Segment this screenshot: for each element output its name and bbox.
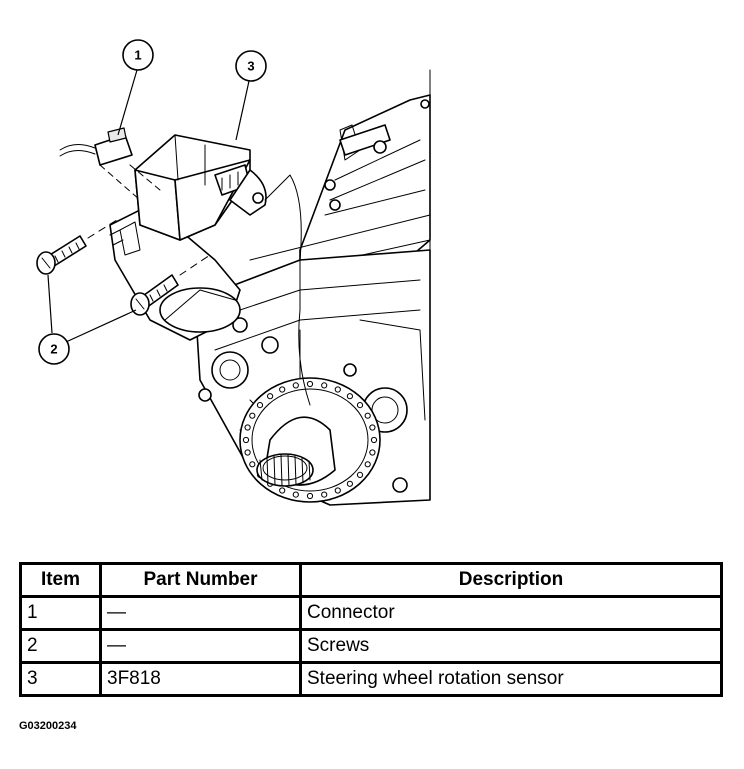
column-header-part-number: Part Number [99, 562, 302, 598]
table-row: 3 3F818 Steering wheel rotation sensor [19, 661, 723, 697]
callout-3: 3 [235, 50, 267, 141]
steering-shaft-pulse-wheel [239, 377, 381, 503]
pulse-wheel-hole [334, 386, 341, 393]
pulse-wheel-hole [369, 424, 376, 431]
callout-2-label: 2 [50, 342, 57, 357]
pulse-wheel-hole [244, 424, 251, 431]
column-header-item: Item [19, 562, 102, 598]
screws [36, 217, 211, 316]
pulse-wheel-hole [306, 492, 314, 500]
figure-id: G03200234 [19, 720, 77, 732]
item-cell: 3 [19, 661, 102, 697]
item-cell: 1 [19, 595, 102, 631]
pulse-wheel-hole [279, 487, 286, 494]
pulse-wheel-hole [267, 393, 274, 400]
pulse-wheel-hole [249, 412, 256, 419]
callout-1: 1 [117, 39, 154, 136]
part-number-cell: 3F818 [99, 661, 302, 697]
pulse-wheel-hole [370, 436, 378, 444]
part-number-cell: — [99, 595, 302, 631]
table-row: 2 — Screws [19, 628, 723, 664]
parts-table: Item Part Number Description 1 — Connect… [19, 562, 723, 697]
table-header-row: Item Part Number Description [19, 562, 723, 598]
description-cell: Connector [299, 595, 723, 631]
pulse-wheel-hole [364, 412, 371, 419]
sensor-installation-illustration: 1 2 3 [36, 39, 431, 506]
pulse-wheel-hole [346, 480, 353, 487]
pulse-wheel-hole [292, 382, 299, 389]
pulse-wheel-hole [321, 382, 328, 389]
table-row: 1 — Connector [19, 595, 723, 631]
connector [59, 127, 161, 201]
pulse-wheel-hole [356, 471, 364, 478]
pulse-wheel-hole [256, 402, 264, 409]
pulse-wheel-hole [306, 380, 314, 388]
pulse-wheel-hole [292, 491, 299, 498]
pulse-wheel-hole [364, 461, 371, 468]
pulse-wheel-hole [279, 386, 286, 393]
pulse-wheel-hole [242, 436, 250, 444]
description-cell: Screws [299, 628, 723, 664]
pulse-wheel-hole [244, 449, 251, 456]
pulse-wheel-hole [321, 491, 328, 498]
pulse-wheel-hole [249, 461, 256, 468]
pulse-wheel-hole [334, 487, 341, 494]
pulse-wheel-hole [369, 449, 376, 456]
pulse-wheel-hole [356, 402, 364, 409]
pulse-wheel-hole [346, 393, 353, 400]
item-cell: 2 [19, 628, 102, 664]
column-header-description: Description [299, 562, 723, 598]
callout-3-label: 3 [247, 59, 254, 74]
part-number-cell: — [99, 628, 302, 664]
callout-2: 2 [38, 274, 137, 365]
callout-1-label: 1 [134, 48, 141, 63]
description-cell: Steering wheel rotation sensor [299, 661, 723, 697]
steering-wheel-rotation-sensor [134, 134, 311, 406]
